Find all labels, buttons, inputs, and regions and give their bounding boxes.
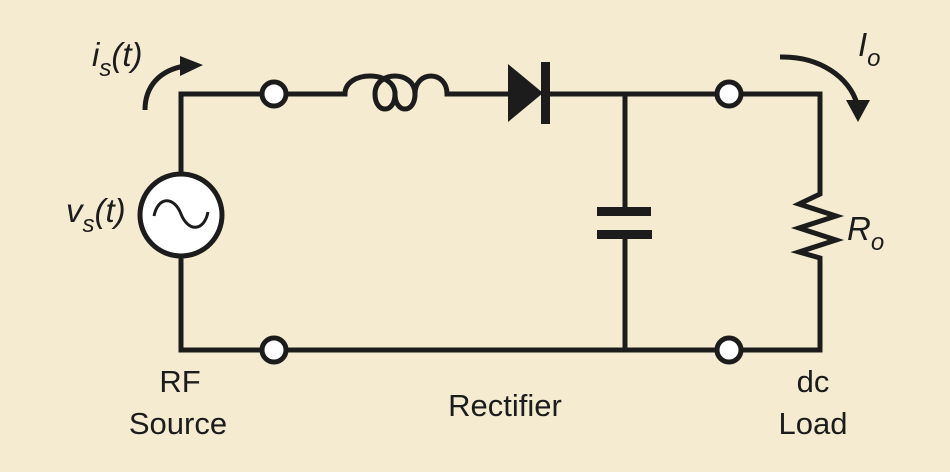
source-current-arrow-icon [142,56,203,111]
capacitor-plate-top [597,207,651,216]
rectifier-label: Rectifier [448,388,562,423]
terminal-input-bottom [259,335,289,365]
inductor-symbol [342,73,450,112]
capacitor-symbol [597,207,652,239]
capacitor-plate-bottom [597,230,652,239]
resistor-symbol [790,187,845,265]
output-current-label: Io [858,26,881,72]
terminal-input-top [259,79,289,109]
terminal-output-bottom [714,335,744,365]
dc-load-label-line1: dc [797,364,830,399]
source-current-label: is(t) [92,36,143,82]
diode-bar [541,62,550,124]
ac-source [137,171,225,259]
terminal-output-top [714,79,744,109]
wires [178,91,823,353]
diode-triangle [508,64,543,122]
sine-wave-icon [152,199,210,229]
rf-source-label-line1: RF [159,364,200,399]
output-current-arrow-icon [779,54,870,122]
rf-source-label-line2: Source [129,406,227,441]
source-voltage-label: vs(t) [66,192,126,238]
load-resistor-label: Ro [847,210,884,256]
diode-symbol [508,62,550,124]
dc-load-label-line2: Load [779,406,848,441]
